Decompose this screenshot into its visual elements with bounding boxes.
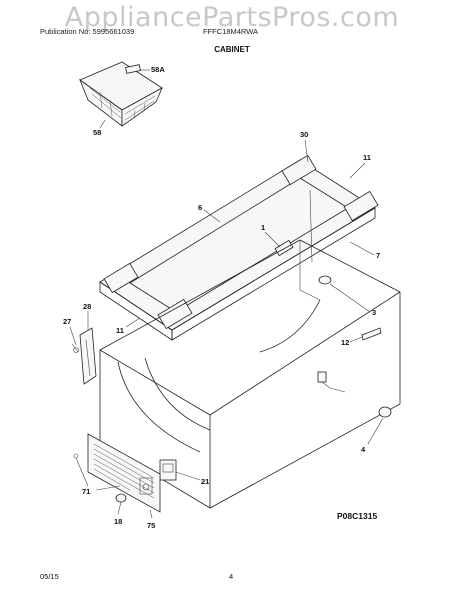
callout-21: 21 — [201, 477, 209, 486]
callout-75: 75 — [147, 521, 155, 530]
callout-3: 3 — [372, 308, 376, 317]
callout-1: 1 — [261, 223, 265, 232]
callout-11-top: 11 — [363, 153, 371, 162]
callout-27: 27 — [63, 317, 71, 326]
callout-11-left: 11 — [116, 326, 124, 335]
model-number: FFFC18M4RWA — [203, 27, 259, 36]
callout-58: 58 — [93, 128, 101, 137]
control-box-part — [159, 459, 177, 481]
callout-30: 30 — [300, 130, 308, 139]
watermark: AppliancePartsPros.com — [64, 2, 400, 33]
diagram-code: P08C1315 — [337, 511, 378, 521]
lid-frame-part — [99, 154, 379, 341]
screw-part — [115, 493, 127, 503]
section-title: CABINET — [214, 45, 250, 54]
callout-18: 18 — [114, 517, 122, 526]
callout-71: 71 — [82, 487, 90, 496]
publication-number: Publication No: 5995661039 — [40, 27, 135, 36]
basket-part — [79, 61, 163, 127]
callout-58A: 58A — [151, 65, 165, 74]
callout-12: 12 — [341, 338, 349, 347]
callout-28: 28 — [83, 302, 91, 311]
callout-4: 4 — [361, 445, 366, 454]
grill-panel-part — [87, 433, 161, 513]
footer-date: 05/15 — [40, 572, 59, 581]
callout-7: 7 — [376, 251, 380, 260]
callout-6: 6 — [198, 203, 202, 212]
foot-part — [378, 406, 392, 418]
hinge-part — [71, 327, 97, 385]
page-number: 4 — [229, 572, 234, 581]
